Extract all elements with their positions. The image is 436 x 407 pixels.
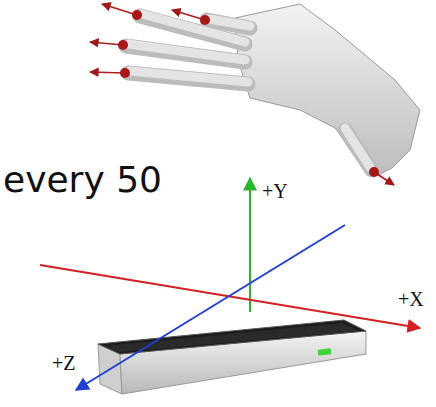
caption-fragment: every 50 — [3, 160, 162, 200]
axis-label: +Y — [262, 180, 288, 202]
hand-model — [90, 4, 420, 185]
leap-motion-device — [98, 320, 366, 394]
axis-label: +X — [398, 288, 424, 310]
axis-label: +Z — [52, 352, 76, 374]
coordinate-axes — [40, 178, 420, 390]
